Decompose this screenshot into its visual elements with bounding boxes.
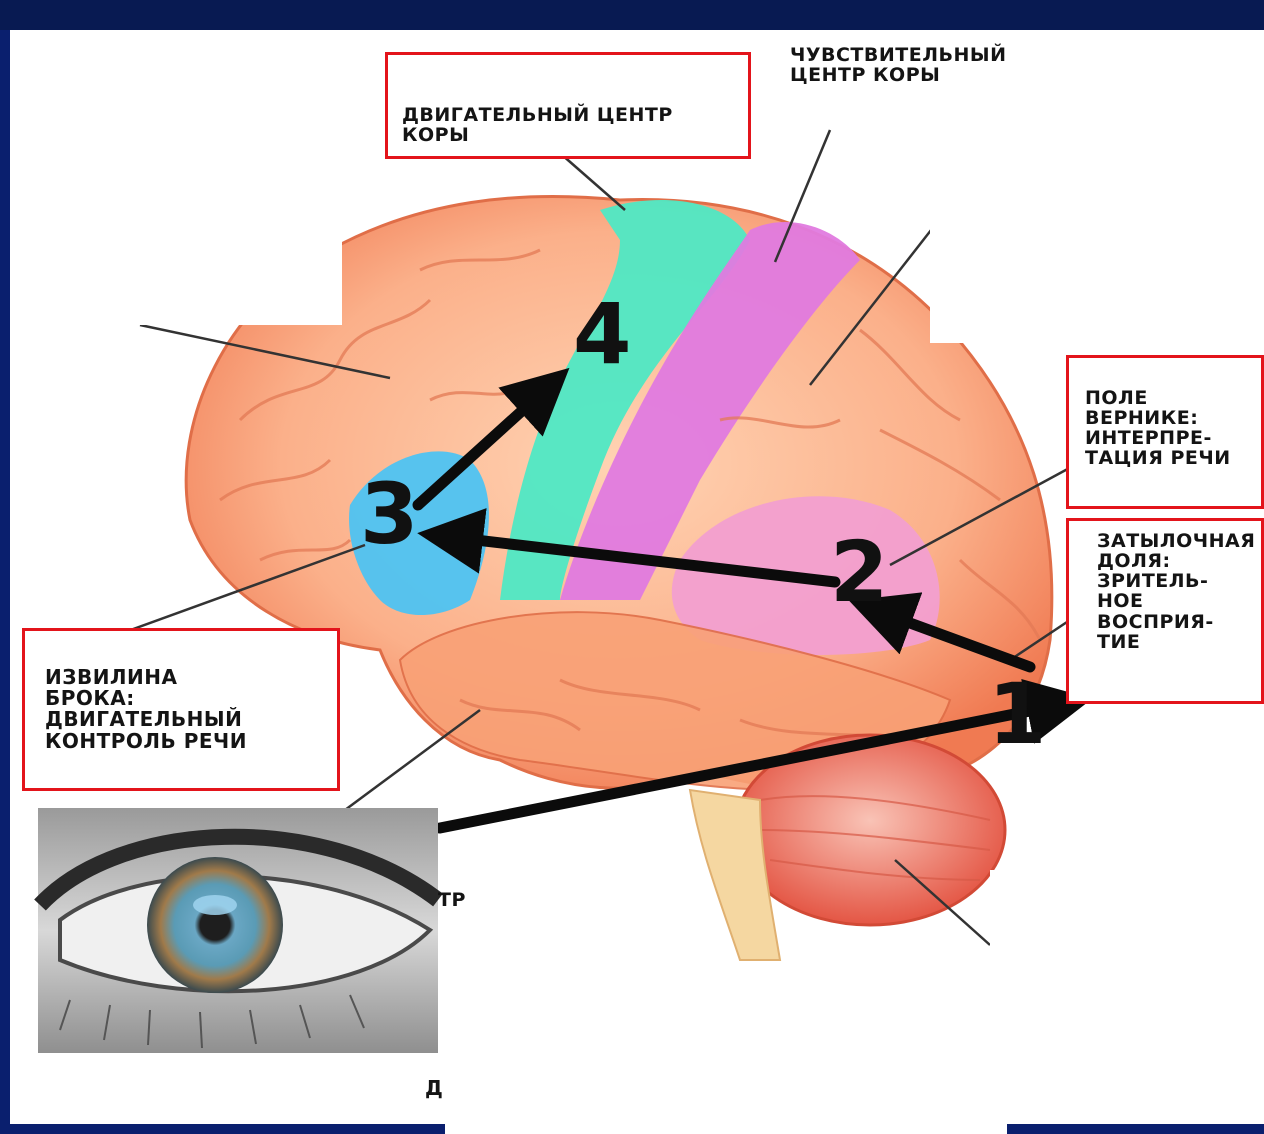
label-fragment-tr: ТР: [438, 890, 466, 910]
step-number-2: 2: [830, 530, 888, 614]
white-patch-bottom-right: [990, 870, 1264, 1110]
step-number-4: 4: [573, 292, 631, 376]
label-sensory-center: ЧУВСТВИТЕЛЬНЫЙ ЦЕНТР КОРЫ: [790, 45, 1006, 85]
label-wernicke: ПОЛЕ ВЕРНИКЕ: ИНТЕРПРЕ- ТАЦИЯ РЕЧИ: [1066, 355, 1264, 509]
label-broca: ИЗВИЛИНА БРОКА: ДВИГАТЕЛЬНЫЙ КОНТРОЛЬ РЕ…: [22, 628, 340, 791]
eye-photo: [38, 808, 438, 1053]
white-patch-bottom: [445, 975, 1007, 1134]
label-fragment-d: Д: [425, 1078, 443, 1099]
label-motor-center: ДВИГАТЕЛЬНЫЙ ЦЕНТР КОРЫ: [385, 52, 751, 159]
white-patch-top-right: [930, 95, 1264, 343]
step-number-3: 3: [360, 472, 418, 556]
step-number-1: 1: [988, 672, 1046, 756]
white-patch-top-left: [10, 95, 342, 325]
label-occipital: ЗАТЫЛОЧНАЯ ДОЛЯ: ЗРИТЕЛЬ- НОЕ ВОСПРИЯ- Т…: [1066, 518, 1264, 704]
